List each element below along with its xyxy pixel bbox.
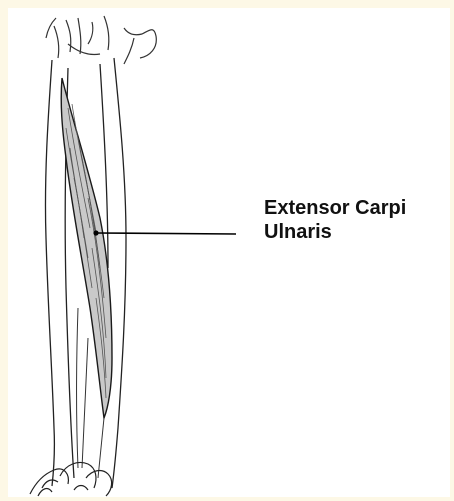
leader-line <box>96 233 236 234</box>
muscle-label: Extensor Carpi Ulnaris <box>264 196 406 244</box>
elbow-sketch <box>46 16 156 64</box>
diagram-canvas: Extensor Carpi Ulnaris <box>8 8 450 497</box>
muscle-label-line2: Ulnaris <box>264 220 406 244</box>
muscle-label-line1: Extensor Carpi <box>264 196 406 220</box>
forearm-illustration <box>8 8 450 497</box>
